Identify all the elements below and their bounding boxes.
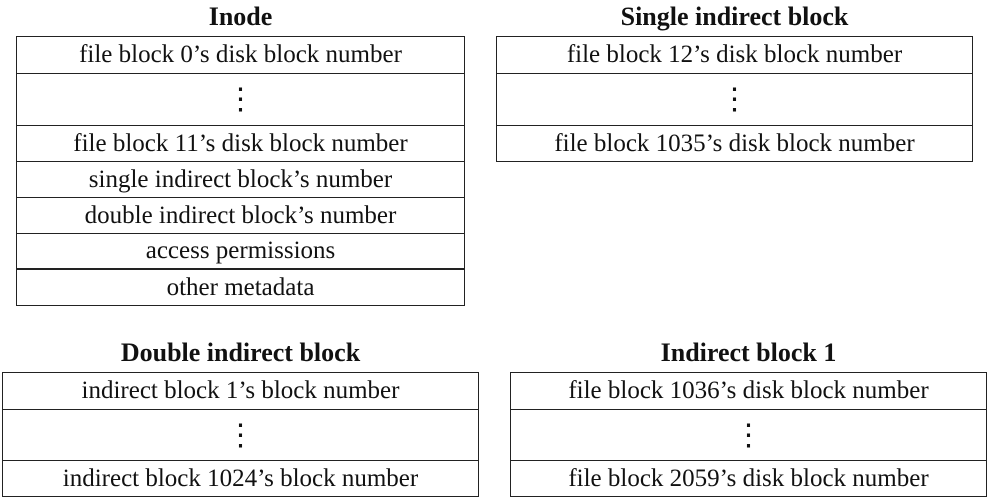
inode-title: Inode [208,2,273,31]
double-indirect-row-first: indirect block 1’s block number [3,373,478,410]
single-indirect-title: Single indirect block [620,2,849,31]
single-indirect-table: file block 12’s disk block number ⋮ file… [496,36,973,162]
single-indirect-row-ellipsis: ⋮ [497,74,972,126]
indirect-block-1-row-ellipsis: ⋮ [511,410,986,461]
double-indirect-block: Double indirect block indirect block 1’s… [2,336,479,498]
single-indirect-row-first: file block 12’s disk block number [497,37,972,74]
double-indirect-title: Double indirect block [120,338,361,367]
indirect-block-1-row-first: file block 1036’s disk block number [511,373,986,410]
inode-table: file block 0’s disk block number ⋮ file … [16,36,465,306]
inode-row-ellipsis: ⋮ [17,74,464,126]
double-indirect-row-ellipsis: ⋮ [3,410,478,461]
inode-row-file-block-0: file block 0’s disk block number [17,37,464,74]
inode-row-access-permissions: access permissions [17,234,464,270]
single-indirect-row-last: file block 1035’s disk block number [554,129,915,157]
indirect-block-1-title: Indirect block 1 [660,338,837,367]
inode-row-double-indirect: double indirect block’s number [17,198,464,234]
indirect-block-1: Indirect block 1 file block 1036’s disk … [510,336,987,498]
inode-block: Inode file block 0’s disk block number ⋮… [16,0,465,306]
inode-row-other-metadata: other metadata [166,273,315,301]
single-indirect-block: Single indirect block file block 12’s di… [496,0,973,162]
double-indirect-row-last: indirect block 1024’s block number [62,464,419,492]
indirect-block-1-row-last: file block 2059’s disk block number [568,464,929,492]
inode-row-file-block-11: file block 11’s disk block number [17,126,464,162]
indirect-block-1-table: file block 1036’s disk block number ⋮ fi… [510,372,987,497]
inode-row-single-indirect: single indirect block’s number [17,162,464,198]
double-indirect-table: indirect block 1’s block number ⋮ indire… [2,372,479,497]
